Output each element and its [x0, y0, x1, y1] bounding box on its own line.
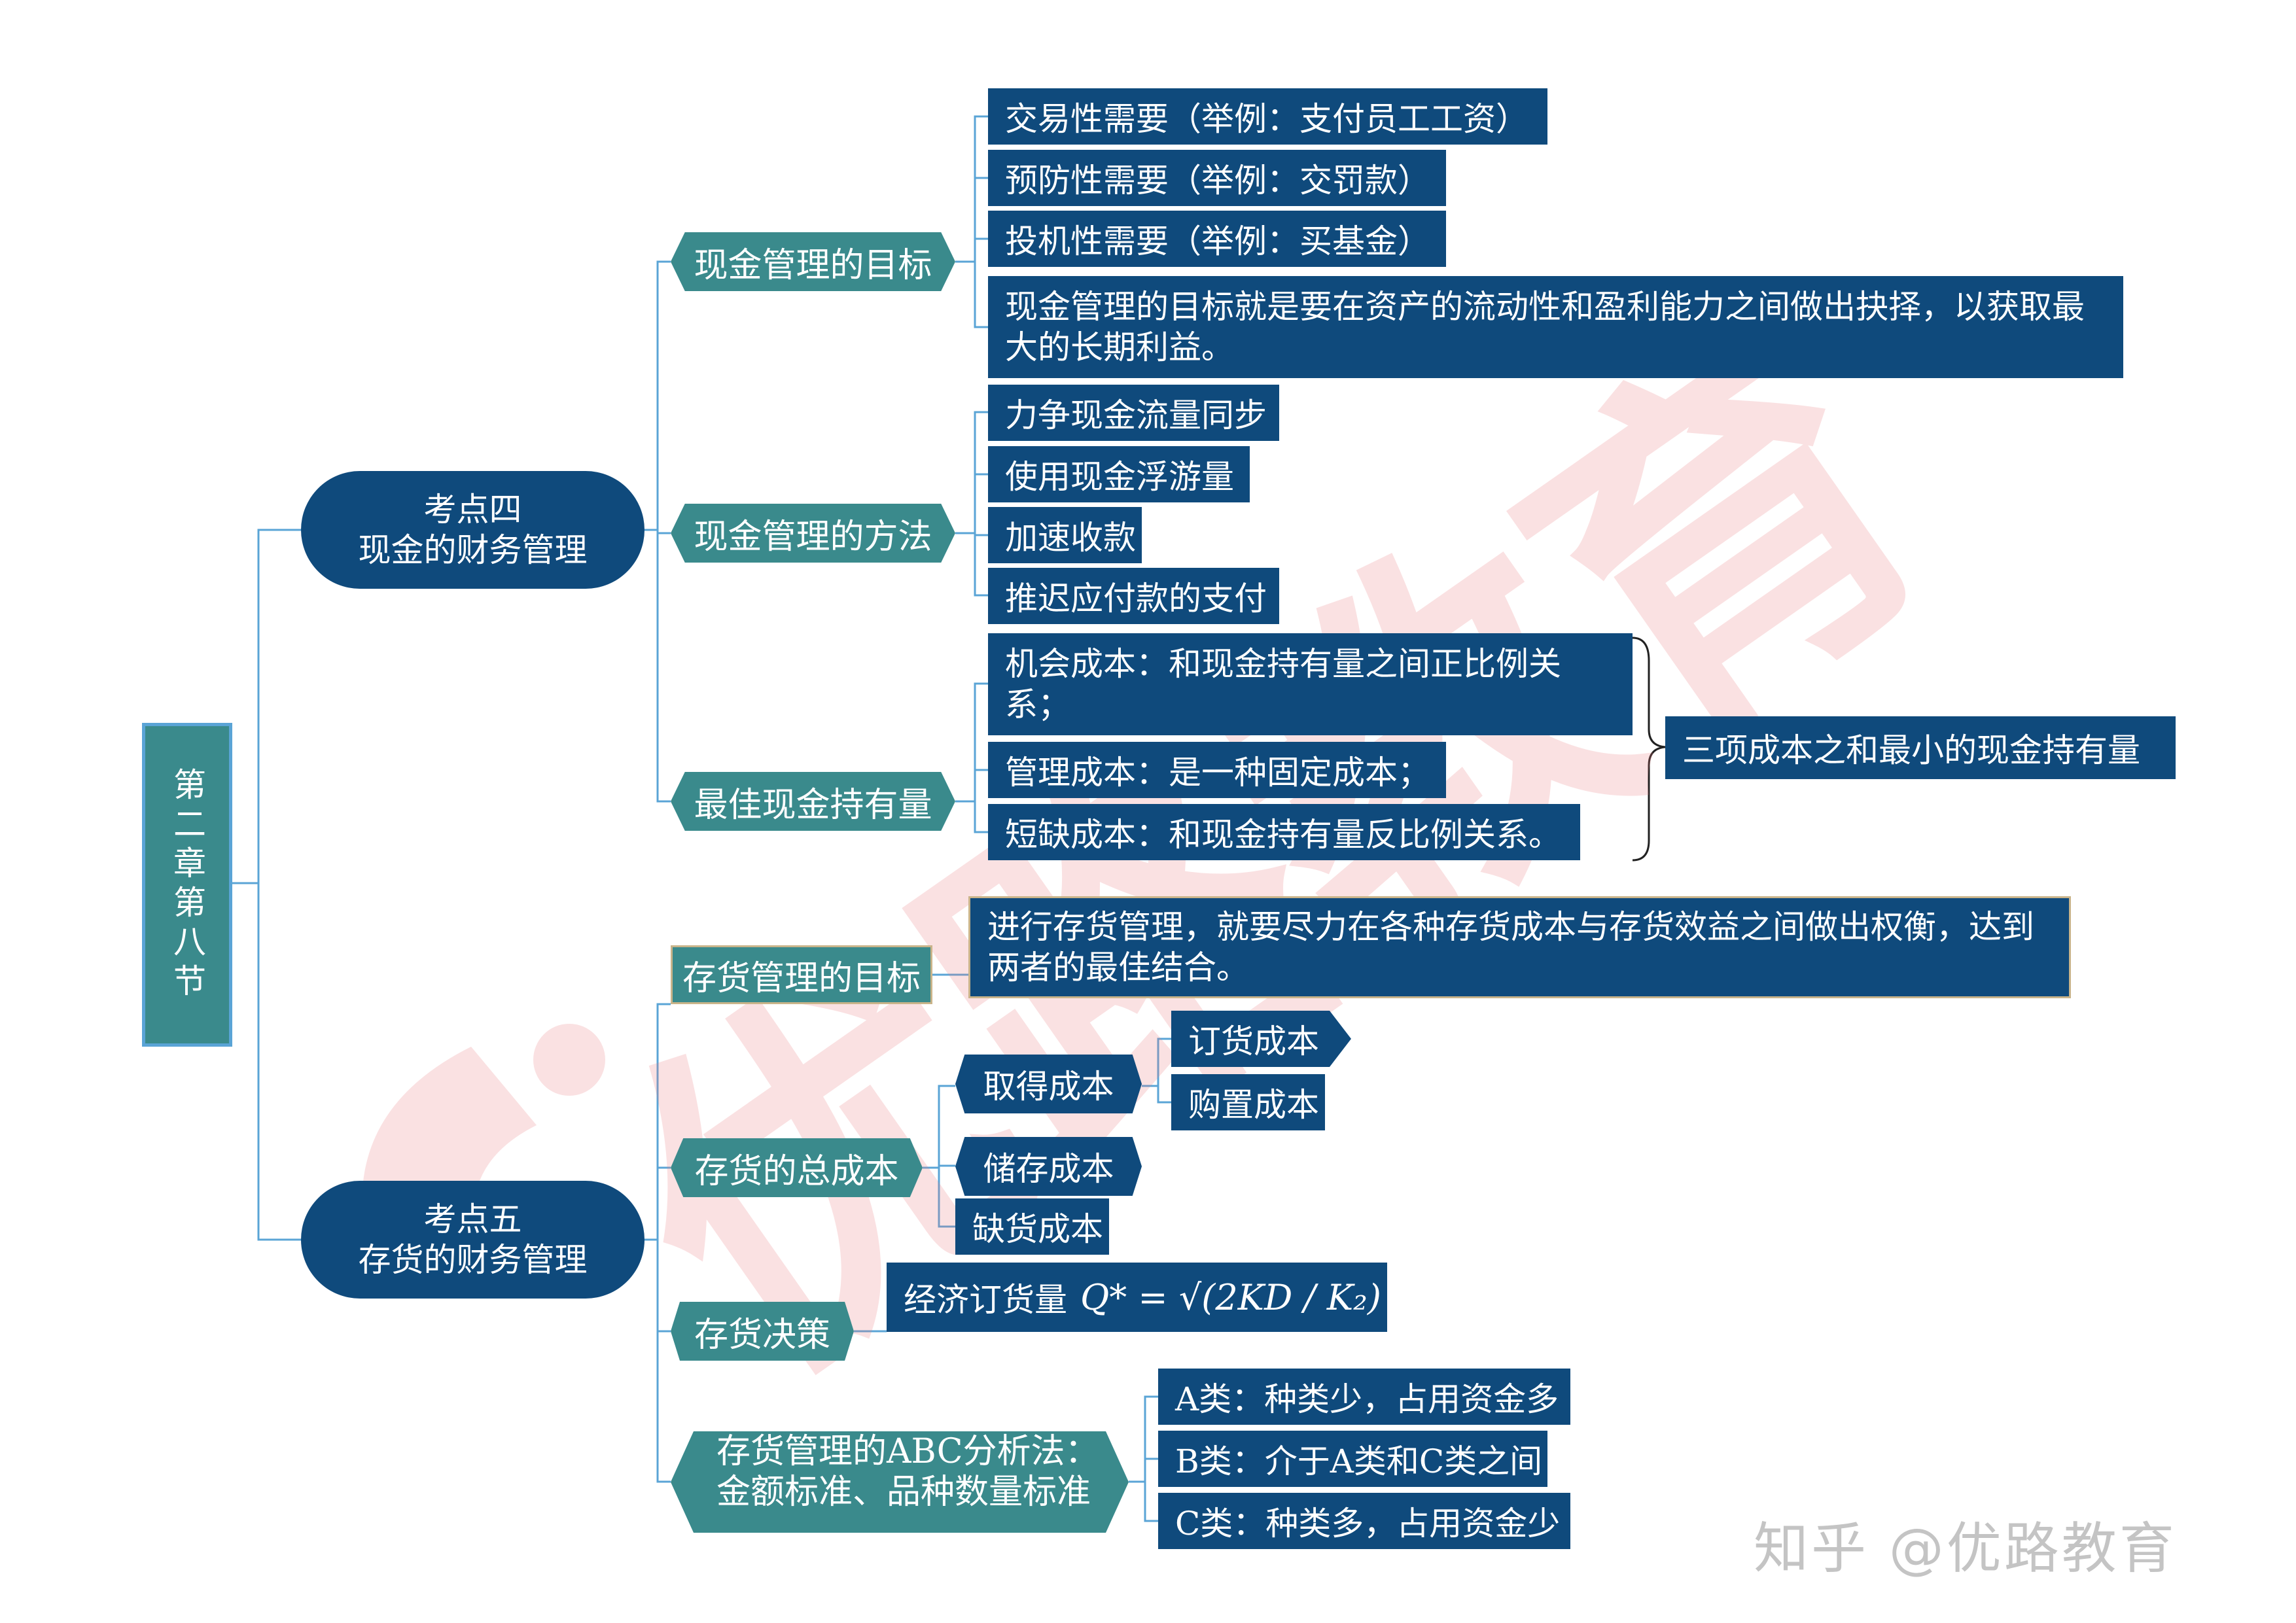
cash-optimal-item[interactable]: 机会成本：和现金持有量之间正比例关系；	[988, 633, 1633, 735]
cash-goal-item[interactable]: 预防性需要（举例：交罚款）	[988, 150, 1446, 206]
point-inventory-line2: 存货的财务管理	[358, 1241, 588, 1279]
inventory-abc-node[interactable]: 存货管理的ABC分析法： 金额标准、品种数量标准	[671, 1431, 1129, 1533]
cash-method-item[interactable]: 使用现金浮游量	[988, 446, 1250, 502]
inventory-goal-text[interactable]: 进行存货管理，就要尽力在各种存货成本与存货效益之间做出权衡，达到两者的最佳结合。	[968, 896, 2071, 998]
cash-goal-item[interactable]: 投机性需要（举例：买基金）	[988, 211, 1446, 267]
cash-method-label: 现金管理的方法	[694, 517, 932, 557]
holding-cost-label: 储存成本	[983, 1150, 1114, 1188]
acquire-cost-node[interactable]: 取得成本	[955, 1055, 1142, 1113]
eoq-label: 经济订货量	[904, 1281, 1067, 1319]
abc-line1: 存货管理的ABC分析法：	[716, 1432, 1099, 1471]
cash-optimal-summary[interactable]: 三项成本之和最小的现金持有量	[1665, 716, 2176, 779]
point-cash[interactable]: 考点四 现金的财务管理	[301, 471, 645, 589]
root-label: 第二章第八节	[168, 767, 206, 1003]
point-cash-line2: 现金的财务管理	[358, 531, 588, 569]
cash-optimal-label: 最佳现金持有量	[694, 785, 932, 825]
eoq-formula: Q* = √(2KD / K₂)	[1080, 1276, 1381, 1318]
acquire-cost-label: 取得成本	[983, 1068, 1114, 1106]
cash-method-item[interactable]: 力争现金流量同步	[988, 385, 1279, 441]
cash-optimal-node[interactable]: 最佳现金持有量	[671, 772, 955, 831]
abc-item[interactable]: B类：介于A类和C类之间	[1158, 1431, 1547, 1487]
inventory-decision-node[interactable]: 存货决策	[671, 1302, 854, 1361]
abc-line2: 金额标准、品种数量标准	[716, 1473, 1091, 1512]
inventory-goal-node[interactable]: 存货管理的目标	[671, 945, 932, 1004]
inventory-goal-label: 存货管理的目标	[682, 958, 921, 998]
point-inventory-line1: 考点五	[423, 1200, 522, 1238]
inventory-decision-label: 存货决策	[694, 1315, 830, 1355]
footer-watermark: 知乎 @优路教育	[1754, 1516, 2177, 1580]
cash-optimal-item[interactable]: 管理成本：是一种固定成本；	[988, 742, 1446, 798]
eoq-formula-box[interactable]: 经济订货量 Q* = √(2KD / K₂)	[887, 1263, 1387, 1332]
abc-item[interactable]: A类：种类少，占用资金多	[1158, 1369, 1570, 1425]
shortage-cost-node[interactable]: 缺货成本	[955, 1198, 1109, 1255]
cash-optimal-item[interactable]: 短缺成本：和现金持有量反比例关系。	[988, 804, 1580, 860]
cash-goal-summary[interactable]: 现金管理的目标就是要在资产的流动性和盈利能力之间做出抉择，以获取最大的长期利益。	[988, 276, 2123, 378]
cash-goal-item[interactable]: 交易性需要（举例：支付员工工资）	[988, 88, 1547, 145]
point-inventory[interactable]: 考点五 存货的财务管理	[301, 1181, 645, 1299]
point-cash-line1: 考点四	[423, 491, 522, 529]
cash-goal-label: 现金管理的目标	[694, 245, 932, 285]
cash-goal-node[interactable]: 现金管理的目标	[671, 232, 955, 291]
cash-method-item[interactable]: 加速收款	[988, 507, 1142, 563]
abc-item[interactable]: C类：种类多，占用资金少	[1158, 1493, 1570, 1549]
root-node[interactable]: 第二章第八节	[142, 723, 232, 1047]
holding-cost-node[interactable]: 储存成本	[955, 1137, 1142, 1196]
cash-method-node[interactable]: 现金管理的方法	[671, 504, 955, 563]
inventory-total-cost-label: 存货的总成本	[694, 1151, 899, 1191]
order-cost-item[interactable]: 订货成本	[1171, 1011, 1351, 1067]
purchase-cost-item[interactable]: 购置成本	[1171, 1074, 1325, 1130]
inventory-total-cost-node[interactable]: 存货的总成本	[671, 1138, 923, 1197]
cash-method-item[interactable]: 推迟应付款的支付	[988, 568, 1279, 624]
